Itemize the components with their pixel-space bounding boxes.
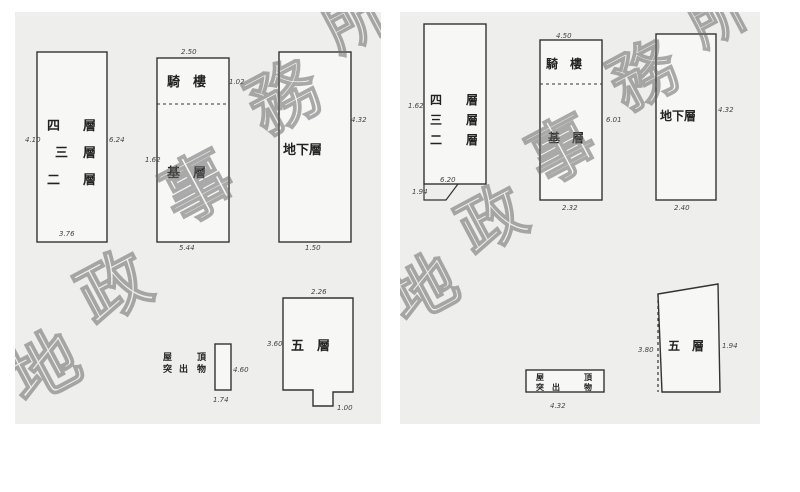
- dim-r2: 4.50: [556, 32, 572, 40]
- dim-6: 3.76: [59, 230, 75, 238]
- dim-13: 4.60: [233, 366, 249, 374]
- label-ground: 基 層: [166, 165, 206, 181]
- dim-1: 2.50: [181, 48, 197, 56]
- dim-14: 1.00: [337, 404, 353, 412]
- label-fifth-r: 五 層: [668, 339, 704, 353]
- floor-plan-right: 四 層 三 層 二 層 騎 樓 基 層 地下層 五 層 屋 突 出 頂 物 1.…: [400, 12, 759, 410]
- label-basement: 地下層: [283, 142, 322, 158]
- fifth-floor-shape: [282, 297, 354, 407]
- notch-r: [423, 183, 459, 201]
- roof-char-4: 頂: [197, 352, 207, 363]
- basement-box: [278, 51, 352, 243]
- arcade-ground-box-r: [539, 39, 603, 201]
- watermark-char-r2: 政: [444, 170, 539, 270]
- dim-r3: 6.01: [606, 116, 622, 124]
- roof-char-2: 突: [163, 363, 172, 375]
- dim-12: 1.74: [213, 396, 229, 404]
- label-layer-b: 層: [83, 146, 96, 161]
- dim-r9: 3.80: [638, 346, 654, 354]
- dim-11: 3.60: [267, 340, 283, 348]
- watermark-char-2: 政: [63, 234, 164, 340]
- label-layer-r3: 層: [466, 133, 478, 147]
- dim-4: 1.62: [145, 156, 161, 164]
- label-three: 三: [55, 146, 68, 161]
- dim-5: 6.24: [109, 136, 125, 144]
- dim-9: 1.50: [305, 244, 321, 252]
- basement-box-r: [655, 33, 717, 201]
- label-two-r: 二: [430, 133, 442, 147]
- dim-r6: 6.20: [440, 176, 456, 184]
- roof-char-r1: 屋: [536, 372, 544, 382]
- label-layer-c: 層: [83, 173, 96, 188]
- dim-r8: 2.40: [674, 204, 690, 212]
- dim-r7: 2.32: [562, 204, 578, 212]
- watermark-char-1: 地: [15, 314, 94, 420]
- dim-r11: 4.32: [550, 402, 566, 410]
- arcade-ground-box: [156, 57, 230, 243]
- dim-2: 4.10: [25, 136, 41, 144]
- dim-r4: 4.32: [718, 106, 734, 114]
- roof-char-5: 物: [197, 363, 206, 375]
- label-three-r: 三: [430, 113, 442, 127]
- label-four: 四: [47, 119, 60, 134]
- dim-r1: 1.62: [408, 102, 424, 110]
- label-ground-r: 基 層: [547, 130, 584, 145]
- roof-char-3: 出: [179, 363, 188, 375]
- dim-r5: 1.94: [412, 188, 428, 196]
- dim-10: 2.26: [311, 288, 327, 296]
- dim-8: 4.32: [351, 116, 367, 124]
- label-fifth: 五 層: [291, 339, 330, 354]
- roof-structure-box: [214, 343, 232, 391]
- label-two: 二: [47, 173, 60, 188]
- roof-char-1: 屋: [163, 352, 172, 363]
- watermark-char-r1: 地: [400, 239, 471, 339]
- dim-r10: 1.94: [722, 342, 738, 350]
- label-arcade: 騎 樓: [167, 74, 206, 90]
- scan-image-left: 四 層 三 層 二 層 騎 樓 基 層 地下層 五 層 屋 突 出 頂 物 2.…: [15, 12, 381, 424]
- label-layer-r2: 層: [466, 113, 478, 127]
- label-four-r: 四: [430, 93, 442, 107]
- scan-image-right: 四 層 三 層 二 層 騎 樓 基 層 地下層 五 層 屋 突 出 頂 物 1.…: [400, 12, 760, 424]
- dim-7: 5.44: [179, 244, 195, 252]
- roof-char-r3: 出: [552, 382, 560, 392]
- roof-char-r5: 物: [584, 382, 592, 392]
- label-layer-r1: 層: [466, 93, 478, 107]
- upper-floors-box: [36, 51, 108, 243]
- fifth-floor-shape-r: [657, 283, 721, 393]
- label-layer-a: 層: [83, 119, 96, 134]
- roof-char-r4: 頂: [584, 372, 593, 382]
- upper-floors-box-r: [423, 23, 487, 185]
- floor-plan-left: 四 層 三 層 二 層 騎 樓 基 層 地下層 五 層 屋 突 出 頂 物 2.…: [15, 12, 381, 421]
- label-arcade-r: 騎 樓: [546, 56, 582, 71]
- label-basement-r: 地下層: [660, 108, 696, 123]
- roof-structure-box-r: [525, 369, 605, 393]
- roof-char-r2: 突: [536, 382, 544, 392]
- dim-3: 1.02: [229, 78, 245, 86]
